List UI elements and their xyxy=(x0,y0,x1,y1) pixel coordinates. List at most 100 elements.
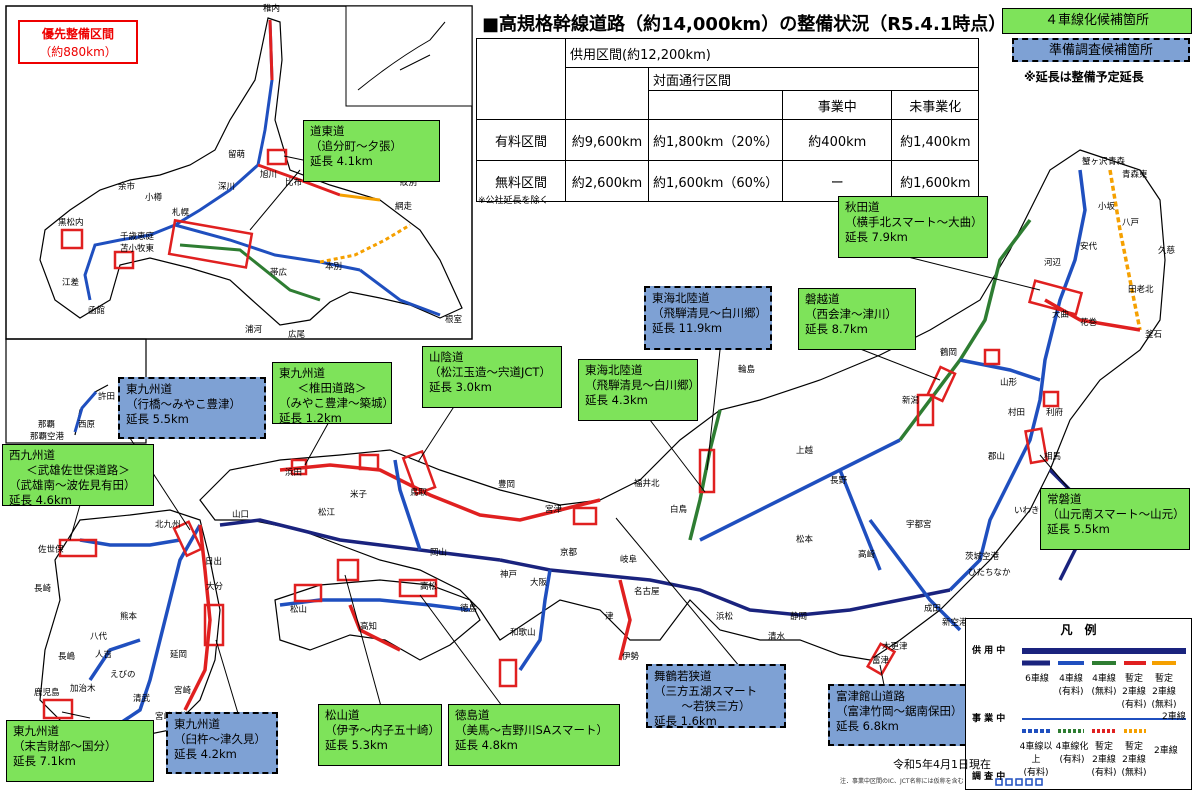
callout-section: （飛騨清見～白川郷） xyxy=(652,306,767,320)
status-table: 供用区間(約12,200km) 対面通行区間 事業中 未事業化 有料区間 約9,… xyxy=(476,38,980,202)
callout-akita: 秋田道 （横手北スマート～大曲） 延長 7.9km xyxy=(838,196,988,258)
place-label: 加治木 xyxy=(70,684,96,694)
place-label: 岐阜 xyxy=(620,555,638,565)
place-label: 高崎 xyxy=(858,550,876,560)
place-label: 輪島 xyxy=(738,365,756,375)
callout-length: 延長 7.9km xyxy=(845,230,908,244)
page-title: ■高規格幹線道路（約14,000km）の整備状況（R5.4.1時点） xyxy=(482,14,1007,35)
place-label: 安代 xyxy=(1080,242,1098,252)
four-lane-candidate-legend: ４車線化候補箇所 xyxy=(1002,8,1192,34)
two-way-blank xyxy=(647,90,784,120)
place-label: 旭川 xyxy=(260,170,278,180)
table-row: 有料区間 約9,600km 約1,800km（20%） 約400km 約1,40… xyxy=(476,119,980,161)
place-label: 和歌山 xyxy=(510,628,536,638)
place-label: 佐世保 xyxy=(38,545,64,555)
total-cell: 約2,600km xyxy=(565,160,649,202)
place-label: いわき xyxy=(1014,506,1040,516)
callout-road: 東九州道 xyxy=(13,724,59,738)
callout-length: 延長 4.3km xyxy=(585,393,648,407)
callout-length: 延長 4.6km xyxy=(9,493,72,507)
place-label: 大曲 xyxy=(1052,310,1070,320)
callout-road: 山陰道 xyxy=(429,350,464,364)
callout-banetsu: 磐越道 （西会津～津川） 延長 8.7km xyxy=(798,288,916,350)
place-label: 西原 xyxy=(78,420,96,430)
place-label: 那覇空港 xyxy=(30,432,65,442)
callout-road: 舞鶴若狭道 xyxy=(654,669,712,683)
callout-section-cont: ～若狭三方） xyxy=(681,699,751,713)
place-label: 苫小牧東 xyxy=(120,244,155,254)
place-label: 札幌 xyxy=(172,208,190,218)
callout-road: 富津館山道路 xyxy=(836,689,905,703)
callout-road: 道東道 xyxy=(310,124,345,138)
place-label: 松山 xyxy=(290,605,308,615)
priority-label-line2: （約880km） xyxy=(39,45,117,59)
legend-in-service: 供 用 中 xyxy=(972,646,1006,656)
callout-nishikyushu: 西九州道 ＜武雄佐世保道路＞ （武雄南～波佐見有田） 延長 4.6km xyxy=(2,444,154,507)
callout-length: 延長 11.9km xyxy=(652,321,723,335)
place-label: 利府 xyxy=(1046,408,1064,418)
extension-note: ※延長は整備予定延長 xyxy=(1024,70,1144,84)
legend-swatches xyxy=(995,648,1186,786)
place-label: 高松 xyxy=(420,582,438,592)
place-label: 日出 xyxy=(205,557,223,567)
place-label: 延岡 xyxy=(170,650,188,660)
place-label: 本別 xyxy=(325,262,343,272)
place-label: 大分 xyxy=(206,582,224,592)
place-label: 鶴岡 xyxy=(940,348,958,358)
place-label: 小坂 xyxy=(1098,202,1116,212)
callout-section: （行橋～みやこ豊津） xyxy=(126,397,241,411)
place-label: 久慈 xyxy=(1158,246,1176,256)
callout-length: 延長 6.8km xyxy=(836,719,899,733)
map-legend: 凡 例 供 用 中 6車線 4車線 (有料) 4車線 (無料) 暫定 2車線 (… xyxy=(965,618,1192,790)
callout-length: 延長 5.5km xyxy=(1047,522,1110,536)
place-label: 函館 xyxy=(88,306,106,316)
callout-tokaihokuriku-2: 東海北陸道 （飛騨清見～白川郷） 延長 4.3km xyxy=(578,359,700,421)
place-label: 浦河 xyxy=(245,325,263,335)
place-label: 白鳥 xyxy=(670,505,688,515)
place-label: 余市 xyxy=(118,182,136,192)
place-label: 岡山 xyxy=(430,548,448,558)
callout-section: （三方五湖スマート xyxy=(654,684,758,698)
legend-temp-toll-ip: 暫定 2車線 (有料) xyxy=(1091,742,1117,778)
place-label: 青森東 xyxy=(1122,170,1148,180)
place-label: 深川 xyxy=(218,182,236,192)
in-progress-cell: 約400km xyxy=(782,119,893,161)
place-label: 神戸 xyxy=(500,570,518,580)
place-label: 釜石 xyxy=(1145,330,1163,340)
place-label: 福井北 xyxy=(634,479,660,489)
place-label: 長崎 xyxy=(34,584,52,594)
place-label: 清武 xyxy=(133,694,151,704)
callout-higashikyushu-yukuhashi: 東九州道 （行橋～みやこ豊津） 延長 5.5km xyxy=(118,377,266,439)
callout-section: （臼杵～津久見） xyxy=(174,732,266,746)
place-label: 米子 xyxy=(350,490,368,500)
callout-section: （山元南スマート～山元） xyxy=(1047,507,1185,521)
place-label: 花巻 xyxy=(1080,318,1098,328)
callout-length: 延長 7.1km xyxy=(13,754,76,768)
legend-four-widen-toll: 4車線化 (有料) xyxy=(1055,742,1089,765)
legend-temp-free-ip: 暫定 2車線 (無料) xyxy=(1121,742,1147,778)
callout-road: 東九州道 xyxy=(279,366,325,380)
place-label: 帯広 xyxy=(270,268,288,278)
legend-four-plus-toll: 4車線以上 (有料) xyxy=(1019,742,1053,778)
place-label: 成田 xyxy=(924,604,942,614)
legend-two-lane-ip: 2車線 xyxy=(1154,746,1178,756)
not-started-header: 未事業化 xyxy=(891,90,980,120)
place-label: 茨城空港 xyxy=(965,552,1000,562)
callout-length: 延長 8.7km xyxy=(805,322,868,336)
place-label: 上越 xyxy=(796,446,814,456)
callout-length: 延長 5.5km xyxy=(126,412,189,426)
place-label: 青森 xyxy=(1108,157,1126,167)
place-label: 郡山 xyxy=(988,452,1006,462)
callout-higashikyushu-shiiba: 東九州道 ＜椎田道路＞ （みやこ豊津～築城） 延長 1.2km xyxy=(272,362,394,425)
place-label: 黒松内 xyxy=(58,218,84,228)
place-label: 高知 xyxy=(360,622,378,632)
callout-higashikyushu-south: 東九州道 （末吉財部～国分） 延長 7.1km xyxy=(6,720,154,782)
place-label: 新空港 xyxy=(942,618,968,628)
callout-section: （松江玉造～宍道JCT） xyxy=(429,365,551,379)
callout-joban: 常磐道 （山元南スマート～山元） 延長 5.5km xyxy=(1040,488,1190,550)
prep-candidate-legend: 準備調査候補箇所 xyxy=(1012,38,1190,62)
callout-section: （西会津～津川） xyxy=(805,307,897,321)
callout-road: 西九州道 xyxy=(9,448,55,462)
callout-section: （武雄南～波佐見有田） xyxy=(9,478,136,492)
callout-length: 延長 4.8km xyxy=(455,738,518,752)
